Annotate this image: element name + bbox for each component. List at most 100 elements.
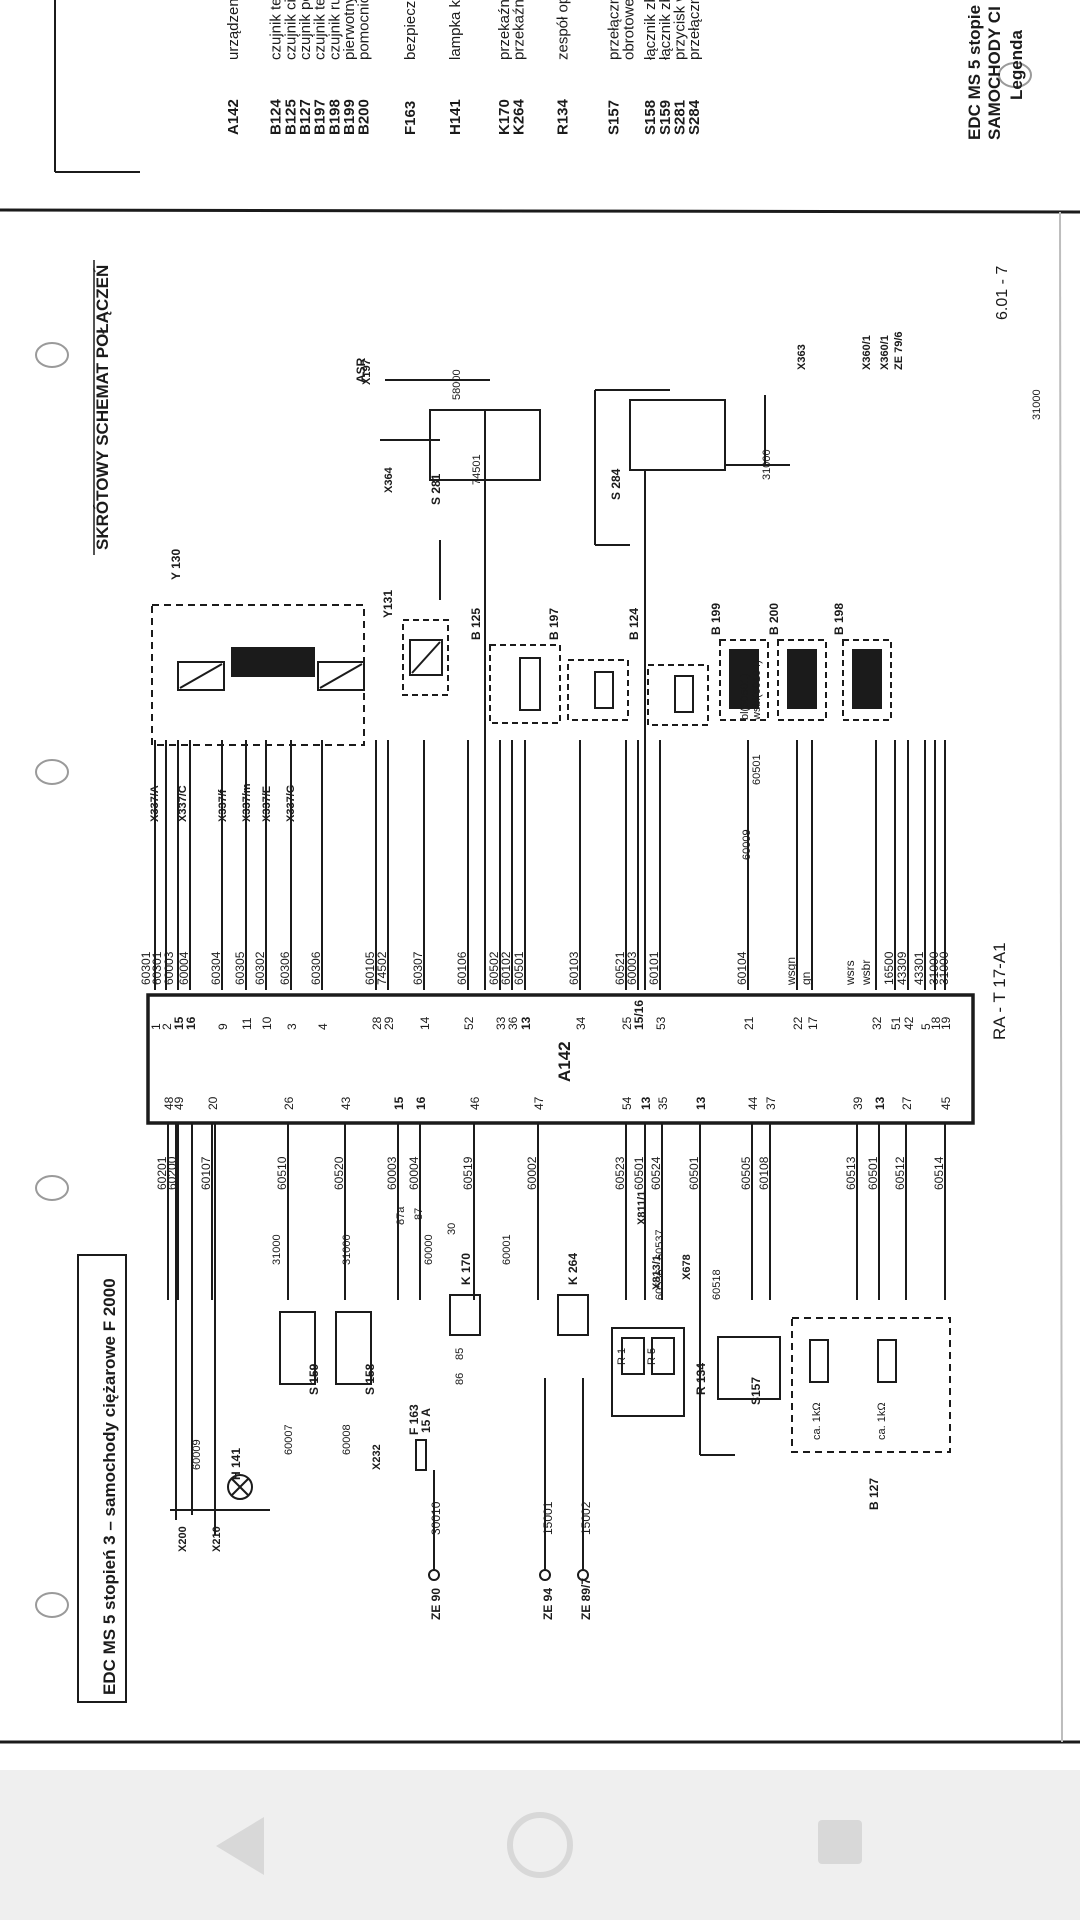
wire-number: 15001 [541,1501,555,1535]
ze-terminal-label: ZE 90 [429,1588,443,1620]
legend-text: przełączn [606,0,623,60]
legend-code: B125 [282,99,299,135]
legend-text: przekaźni [510,0,527,60]
pin-number: 13 [639,1096,653,1110]
pin-number: 25 [620,1016,634,1030]
component-label: S 284 [609,468,623,500]
connector-label: X337/A [149,785,161,822]
wire-number: 60524 [649,1156,663,1190]
component-label: Y 130 [169,549,183,580]
legend-text: przekaźni [496,0,513,60]
wire-number: 60514 [932,1156,946,1190]
connector-label: X210 [211,1526,223,1552]
wire-number: 60521 [613,951,627,985]
misc-label: wsbl(60104) [751,660,763,721]
pin-number: 52 [462,1016,476,1030]
pin-number: 42 [902,1016,916,1030]
pin-number: 26 [282,1096,296,1110]
ze-terminal-label: ZE 89/7 [579,1578,593,1620]
misc-label: 60536 [654,1269,666,1300]
legend-code: S284 [686,99,703,135]
wire-number: 60505 [739,1156,753,1190]
wire-number: 60003 [625,951,639,985]
misc-label: R 1 [616,1348,628,1365]
legend-text: czujnik ru [326,0,343,60]
pin-number: 45 [939,1096,953,1110]
wire-number: 60304 [209,951,223,985]
pin-number: 19 [939,1016,953,1030]
back-icon[interactable] [212,1815,268,1877]
wire-number: wsbr [859,960,873,986]
legend-text: urządzeni [225,0,242,60]
misc-label: 60001 [501,1234,513,1265]
wire-number: 60306 [278,951,292,985]
wire-number: 60510 [275,1156,289,1190]
pin-number: 13 [873,1096,887,1110]
wire-number: 60102 [499,951,513,985]
misc-label: 60518 [711,1269,723,1300]
legend-code: K170 [496,99,513,135]
schematic-headings: SKRÓTOWY SCHEMAT POŁĄCZEŃ EDC MS 5 stopi… [93,260,1011,1695]
legend-page: EDC MS 5 stopie SAMOCHODY CI Legenda A14… [225,0,1026,140]
legend-code: B200 [356,99,373,135]
wire-number: 60513 [844,1156,858,1190]
misc-label: 31000 [761,449,773,480]
home-icon[interactable] [505,1810,575,1880]
pin-number: 9 [216,1023,230,1030]
legend-code: B198 [326,99,343,135]
wire-number: 60307 [411,951,425,985]
pin-number: 16 [184,1016,198,1030]
legend-code: R134 [554,98,571,135]
pin-number: 15/16 [632,1000,646,1030]
wire-number: 60301 [139,951,153,985]
connector-label: X197 [361,359,373,385]
connector-label: X232 [371,1444,383,1470]
legend-text: obrotowej [620,0,637,60]
recents-icon[interactable] [816,1818,864,1868]
misc-label: 31000 [1031,389,1043,420]
wire-number: 15002 [579,1501,593,1535]
misc-label: 60537 [654,1229,666,1260]
wire-number: 43301 [912,951,926,985]
wire-number: 74502 [375,951,389,985]
legend-text: bezpieczn [402,0,419,60]
component-label: B 124 [627,608,641,640]
pin-number: 17 [806,1016,820,1030]
wire-number: 60512 [893,1156,907,1190]
pin-number: 39 [851,1096,865,1110]
component-label: S 159 [307,1363,321,1395]
component-label: B 197 [547,608,561,640]
connector-label: X678 [681,1254,693,1280]
pin-number: 22 [791,1016,805,1030]
misc-label: 86 [454,1373,466,1385]
misc-label: 31000 [341,1234,353,1265]
control-unit-label: A142 [555,1041,574,1082]
legend-code: B124 [268,98,285,135]
pin-number: 49 [172,1096,186,1110]
legend-text: zespół op [554,0,571,60]
pin-number: 43 [339,1096,353,1110]
legend-heading: Legenda [1007,30,1026,100]
misc-label: 87a [395,1206,407,1225]
pin-number: 28 [370,1016,384,1030]
legend-text: pomocnic [356,0,373,60]
pin-number: 20 [206,1096,220,1110]
control-unit-a142: A142 [146,993,975,1125]
wire-number: 60306 [309,951,323,985]
wire-number: 60108 [757,1156,771,1190]
pin-number: 13 [694,1096,708,1110]
misc-label: 58000 [451,369,463,400]
misc-label: 30 [446,1223,458,1235]
pin-number: 14 [418,1016,432,1030]
wire-number: 60106 [455,951,469,985]
pin-number: 13 [519,1016,533,1030]
connector-label: X200 [177,1526,189,1552]
connector-label: X813/1 [651,1255,663,1290]
legend-text: czujnik te [312,0,329,60]
pin-number: 2 [160,1023,174,1030]
legend-text: pierwotny [341,0,358,60]
wire-number: gn [799,972,813,985]
